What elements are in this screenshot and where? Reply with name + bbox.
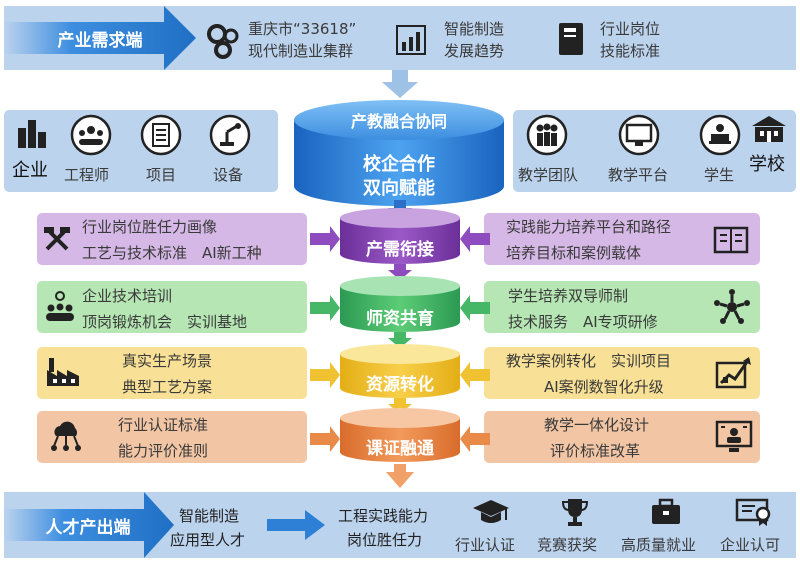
book-icon: [559, 23, 583, 55]
bottom-ability-line2: 岗位胜任力: [347, 531, 423, 549]
teamwork-icon: [714, 289, 750, 324]
bottom-item-2-label: 竞赛获奖: [537, 536, 598, 554]
top-item-1-line2: 现代制造业集群: [248, 42, 354, 60]
cloud-network-icon: [51, 421, 81, 451]
center-top-label: 产教融合协同: [350, 112, 447, 131]
row3-left-box: [37, 347, 307, 399]
bottom-mid-arrow: [267, 510, 325, 540]
row2-right-box: [484, 281, 760, 333]
row1-left-line1: 行业岗位胜任力画像: [82, 218, 218, 236]
central-cylinder: [294, 100, 504, 206]
online-teaching-icon: [715, 420, 753, 452]
enterprise-label: 企业: [12, 160, 48, 181]
group-icon: [70, 114, 112, 156]
row4-left-box: [37, 411, 307, 463]
building-icon: [18, 120, 46, 148]
bottom-ability-line1: 工程实践能力: [338, 507, 429, 525]
tools-icon: [44, 227, 70, 251]
row3-right-line2: AI案例数智化升级: [544, 378, 664, 396]
row3-right-line1: 教学案例转化 实训项目: [506, 352, 672, 370]
row2-left-box: [37, 281, 307, 333]
student-icon: [699, 114, 741, 156]
bottom-item-1-label: 行业认证: [455, 536, 516, 554]
row2-right-line2: 技术服务 AI专项研修: [508, 313, 658, 331]
row3-left-line2: 典型工艺方案: [122, 378, 213, 396]
enterprise-item-2-label: 项目: [146, 166, 177, 184]
row4-left-line2: 能力评价准则: [118, 442, 209, 460]
graduation-cap-icon: [473, 500, 509, 523]
document-list-icon: [140, 114, 182, 156]
row3-left-line1: 真实生产场景: [122, 352, 213, 370]
school-item-2-label: 教学平台: [608, 166, 669, 184]
down-arrow-top: [382, 70, 418, 98]
row2-left-line2: 顶岗锻炼机会 实训基地: [82, 313, 248, 331]
briefcase-icon: [652, 498, 680, 524]
row1-right-line1: 实践能力培养平台和路径: [506, 218, 672, 236]
monitor-icon: [618, 114, 660, 156]
gears-icon: [207, 24, 239, 59]
certificate-icon: [735, 498, 771, 526]
bar-chart-icon: [396, 25, 426, 55]
hub-1-label: 产需衔接: [366, 240, 434, 260]
row1-left-box: [37, 213, 307, 265]
people-pin-icon: [46, 291, 74, 321]
hub-stack: [310, 208, 490, 488]
bottom-talent-line1: 智能制造: [179, 507, 240, 525]
growth-chart-icon: [715, 357, 751, 389]
row4-right-line1: 教学一体化设计: [544, 416, 650, 434]
bottom-title-arrow: [4, 492, 174, 558]
bottom-title: 人才产出端: [45, 517, 131, 538]
top-title: 产业需求端: [57, 30, 143, 51]
school-item-3-label: 学生: [704, 166, 735, 184]
hub-4-label: 课证融通: [366, 439, 434, 459]
row4-right-line2: 评价标准改革: [550, 442, 641, 460]
hub-3-label: 资源转化: [366, 375, 434, 395]
bottom-item-4-label: 企业认可: [720, 536, 781, 554]
row2-left-line1: 企业技术培训: [82, 287, 173, 305]
row2-right-line1: 学生培养双导师制: [508, 287, 629, 305]
top-item-3-line1: 行业岗位: [600, 20, 661, 38]
row4-left-line1: 行业认证标准: [118, 416, 209, 434]
top-item-3-line2: 技能标准: [600, 42, 661, 60]
bottom-item-3-label: 高质量就业: [621, 536, 697, 554]
school-building-icon: [752, 116, 786, 142]
school-item-1-label: 教学团队: [518, 166, 579, 184]
open-book-icon: [713, 226, 749, 254]
row1-left-line2: 工艺与技术标准 AI新工种: [82, 244, 262, 262]
center-main-line2: 双向赋能: [363, 178, 435, 199]
row3-right-box: [484, 347, 760, 399]
top-item-1-line1: 重庆市“33618”: [248, 20, 357, 38]
row4-right-box: [484, 411, 760, 463]
robot-arm-icon: [209, 114, 251, 156]
factory-icon: [47, 358, 79, 386]
top-item-2-line1: 智能制造: [444, 20, 505, 38]
center-main-line1: 校企合作: [363, 154, 435, 175]
hub-2-label: 师资共育: [366, 309, 434, 329]
top-title-arrow: [4, 6, 196, 70]
school-label: 学校: [749, 154, 785, 175]
trophy-icon: [561, 499, 589, 526]
enterprise-item-1-label: 工程师: [64, 166, 110, 184]
top-item-2-line2: 发展趋势: [444, 42, 505, 60]
enterprise-item-3-label: 设备: [213, 166, 244, 184]
team-icon: [526, 114, 568, 156]
row1-right-line2: 培养目标和案例载体: [506, 244, 642, 262]
bottom-talent-line2: 应用型人才: [170, 531, 246, 549]
